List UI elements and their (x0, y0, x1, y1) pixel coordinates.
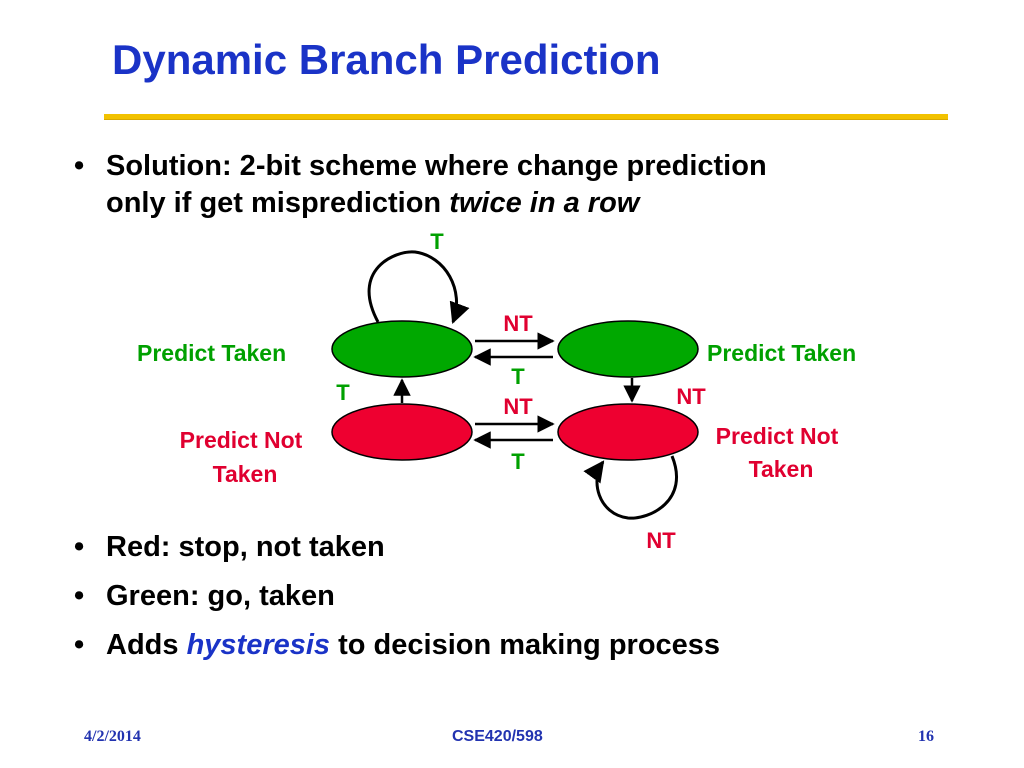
state-s3-label-line1: Predict Not (716, 423, 839, 449)
bullet-marker: • (74, 580, 85, 612)
edge-label-s3-self: NT (646, 528, 676, 553)
state-s1-ellipse (557, 320, 699, 378)
bullet-line2-plain: only if get misprediction (106, 187, 450, 219)
bullet-text: Adds hysteresis to decision making proce… (106, 627, 720, 664)
bullet-marker: • (74, 629, 85, 661)
state-s2-label-line2: Taken (213, 461, 278, 487)
bullet-line: Solution: 2-bit scheme where change pred… (106, 150, 767, 182)
bullet-text: Green: go, taken (106, 580, 335, 612)
bullet-text: Red: stop, not taken (106, 531, 385, 563)
bullet-marker: • (74, 531, 85, 563)
self-loop-s0-arrow (367, 250, 470, 324)
title-divider (104, 114, 948, 120)
state-s1-label: Predict Taken (707, 340, 856, 366)
bullet-marker: • (74, 150, 85, 182)
state-s0-ellipse (331, 320, 473, 378)
bullet-line2-italic: twice in a row (449, 187, 640, 219)
state-s0-label: Predict Taken (137, 340, 286, 366)
bullet-suffix: to decision making process (330, 629, 721, 661)
edge-label-s1-s0: T (511, 364, 525, 389)
edge-label-s0-self: T (430, 229, 444, 254)
edge-label-s2-s0: T (336, 380, 350, 405)
edge-label-s3-s2: T (511, 449, 525, 474)
state-s3-ellipse (557, 403, 699, 461)
slide-title: Dynamic Branch Prediction (112, 36, 661, 83)
edge-label-s0-s1: NT (503, 311, 533, 336)
self-loop-s3-arrow (583, 455, 679, 520)
state-s2-ellipse (331, 403, 473, 461)
state-s2-label-line1: Predict Not (180, 427, 303, 453)
footer-page-number: 16 (918, 728, 934, 745)
edge-label-s1-s3: NT (676, 384, 706, 409)
edge-label-s2-s3: NT (503, 394, 533, 419)
footer-course: CSE420/598 (452, 728, 543, 745)
footer-date: 4/2/2014 (84, 728, 141, 745)
bullet-line-2: only if get misprediction twice in a row (106, 185, 639, 222)
bullet-highlight: hysteresis (186, 629, 331, 661)
bullet-prefix: Adds (106, 629, 187, 661)
state-s3-label-line2: Taken (749, 456, 814, 482)
